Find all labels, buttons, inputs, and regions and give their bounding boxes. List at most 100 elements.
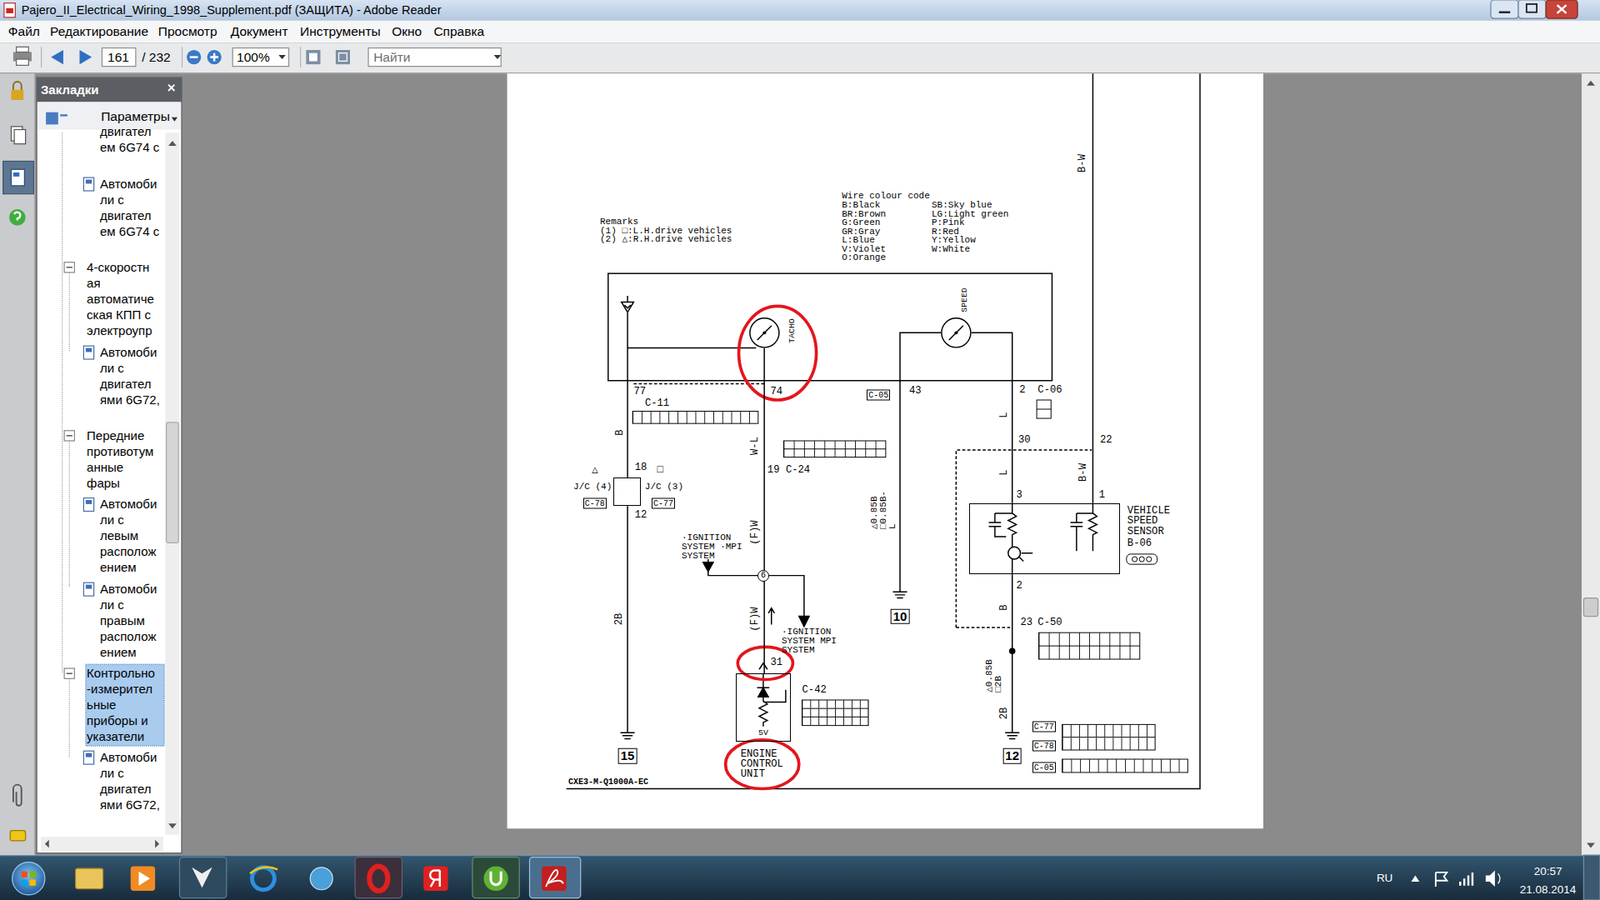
toolbar [0, 72, 1600, 74]
toolbar [40, 46, 42, 67]
wiring-drawing [801, 704, 869, 722]
connector-name: C-05 [1032, 761, 1056, 773]
speedometer-gauge: SPEED [940, 317, 972, 349]
bookmark-item: Передние противотум анные фары [86, 427, 157, 491]
menu-item: Просмотр [158, 24, 218, 39]
taskbar [1498, 873, 1500, 884]
taskbar [430, 870, 440, 887]
wire-colour: O:Orange [841, 252, 886, 262]
menu-bar [0, 20, 1600, 43]
title-bar [4, 3, 15, 18]
node-label: J/C (4) [573, 481, 612, 491]
bookmarks-panel [36, 77, 182, 102]
taskbar [472, 857, 520, 899]
pdf-page [507, 73, 1264, 829]
wiring-drawing [1139, 556, 1145, 562]
taskbar [1460, 872, 1473, 886]
connector-name: C-77 [651, 497, 675, 509]
wiring-drawing [1036, 400, 1051, 419]
bookmarks-panel [64, 668, 75, 679]
wiring-drawing [783, 445, 885, 454]
node-label: 15 [618, 748, 638, 765]
toolbar [232, 48, 289, 67]
pin-number: 77 [633, 386, 646, 397]
panel-title: Закладки [40, 83, 100, 98]
wiring-drawing [1039, 639, 1140, 653]
taskbar [310, 867, 333, 890]
bookmarks-panel [36, 77, 182, 854]
menu-bar [0, 20, 1600, 43]
wiring-drawing [632, 410, 759, 424]
bookmarks-panel [171, 117, 178, 122]
pin-number: 43 [909, 385, 922, 396]
note-text: ·IGNITION SYSTEM MPI SYSTEM [781, 627, 845, 655]
wire-code: △0.85B □2B [985, 659, 1004, 693]
document-scrollbar [1581, 73, 1600, 855]
pin-number: 18 [635, 462, 648, 473]
wiring-drawing [1062, 759, 1189, 773]
bookmark-item: Автомоби ли с двигател ем 6G74 с [100, 175, 160, 240]
toolbar [80, 50, 93, 65]
bookmark-item: двигател ем 6G74 с [100, 123, 160, 155]
drawing-code: CXE3-M-Q1000A-EC [568, 776, 649, 786]
vehicle-speed-sensor: VEHICLE SPEED SENSORB-06 [969, 503, 1120, 575]
connector-name: C-11 [645, 398, 670, 409]
pin-number: 1 [1099, 490, 1105, 500]
bookmark-item: Автомоби ли с двигател ями 6G72, [100, 344, 160, 408]
pdf-page [507, 73, 1264, 829]
toolbar [494, 55, 502, 60]
page-number: 161 [107, 50, 130, 65]
navigation-icons [13, 81, 22, 90]
connector-name: C-50 [1037, 617, 1062, 628]
taskbar [369, 866, 388, 891]
toolbar [300, 46, 301, 67]
pin-number: 3 [1016, 490, 1023, 500]
wire-code: B [615, 430, 625, 436]
document-scrollbar [1583, 598, 1598, 617]
toolbar [278, 55, 286, 60]
gauge-needle [954, 330, 958, 335]
wire-code: B-W [1077, 154, 1088, 173]
wiring-drawing [783, 440, 885, 458]
connector-name: C-06 [1037, 385, 1062, 395]
wire-colour: Y:Yellow [931, 235, 976, 245]
bookmarks-panel [83, 498, 94, 512]
wiring-drawing [1062, 724, 1155, 750]
pin-number: 31 [770, 657, 784, 668]
taskbar [139, 871, 150, 886]
document-area [35, 73, 36, 855]
panel-option: Параметры [100, 109, 170, 124]
taskbar [191, 867, 212, 888]
pin-number: 22 [1100, 435, 1113, 445]
document-scrollbar [1586, 80, 1595, 849]
note-mark: □ [657, 465, 664, 475]
toolbar [16, 46, 30, 52]
bookmarks-panel [45, 112, 59, 125]
note-text: ·IGNITION SYSTEM ·MPI SYSTEM [681, 533, 745, 561]
bookmarks-panel [85, 500, 92, 505]
bookmark-item: Автомоби ли с левым располож ением [100, 495, 160, 575]
voltage-label: 5V [758, 730, 769, 739]
taskbar [1435, 872, 1447, 887]
taskbar [75, 868, 104, 889]
gauge-needle [762, 330, 766, 335]
bookmarks-panel [168, 140, 177, 829]
wiring-drawing [955, 450, 1092, 628]
wiring-drawing [1008, 546, 1021, 560]
menu-item: Окно [391, 24, 422, 39]
gauge-needle [949, 325, 964, 340]
wire-code: (F)W [750, 607, 760, 632]
wire [900, 332, 941, 592]
engine-control-unit: ENGINE CONTROL UNIT [735, 673, 791, 742]
connector-name: C-78 [583, 497, 607, 509]
taskbar [30, 880, 36, 886]
wire [626, 505, 629, 733]
document-area [0, 73, 35, 855]
bookmarks-panel [166, 422, 180, 543]
toolbar [186, 50, 201, 65]
gauge-dial [750, 318, 780, 348]
toolbar [368, 48, 501, 67]
taskbar [0, 855, 1600, 900]
taskbar [250, 867, 278, 875]
